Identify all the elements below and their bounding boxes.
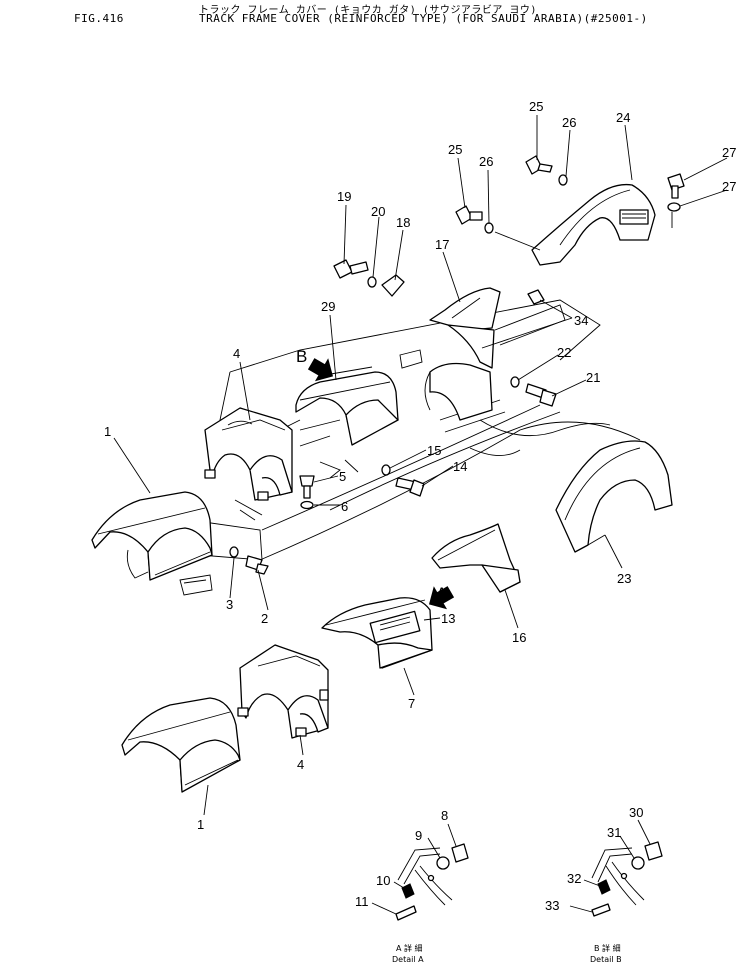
callout-8: 8 <box>441 808 448 823</box>
bolt-20 <box>525 383 557 407</box>
callout-16: 17 <box>435 237 449 252</box>
callout-18: 19 <box>337 189 351 204</box>
arrow-b-label: B <box>296 347 307 366</box>
washer-21 <box>510 376 520 388</box>
part-23-cover <box>531 183 656 266</box>
detail-b-caption-jp: B 詳 細 <box>594 943 621 953</box>
callout-25: 26 <box>479 154 493 169</box>
title-japanese: トラック フレーム カバー (キョウカ ガタ) (サウジアラビア ヨウ) <box>199 5 537 16</box>
callout-6: 6 <box>341 499 348 514</box>
bolt-5 <box>299 475 315 499</box>
detail-a-drawing <box>371 823 469 921</box>
arrow-a: A <box>428 584 455 610</box>
callout-22: 23 <box>617 571 631 586</box>
part-29-cover <box>295 362 493 446</box>
arrow-a-label: A <box>436 584 448 603</box>
callout-27b: 27 <box>722 145 736 160</box>
part-1-lower-cover <box>121 697 241 793</box>
bolt-26 <box>525 155 553 175</box>
detail-a-pin-11 <box>395 905 417 921</box>
detail-b-washer-31 <box>631 856 645 870</box>
washer-3 <box>229 546 239 558</box>
detail-b-pin-33 <box>591 903 611 917</box>
part-16-cover <box>429 287 501 369</box>
callout-26: 25 <box>529 99 543 114</box>
callout-23: 24 <box>616 110 630 125</box>
washer-6 <box>300 500 314 510</box>
bolt-2 <box>245 555 269 575</box>
washer-25 <box>484 222 494 234</box>
part-4-upper-bracket <box>204 407 293 501</box>
bolt-13 <box>395 477 425 497</box>
detail-captions: A 詳 細 Detail A B 詳 細 Detail B <box>392 943 622 964</box>
callout-30: 30 <box>629 805 643 820</box>
callout-10: 10 <box>376 873 390 888</box>
callout-33: 33 <box>545 898 559 913</box>
callout-1b: 1 <box>197 817 204 832</box>
callout-11: 11 <box>355 894 369 909</box>
washer-19 <box>367 276 377 288</box>
washer-28 <box>667 202 681 212</box>
callout-4b: 4 <box>297 757 304 772</box>
detail-a-washer-9 <box>436 856 450 870</box>
bolt-34 <box>527 289 545 305</box>
callout-20: 21 <box>586 370 600 385</box>
bolt-18 <box>333 259 369 279</box>
bolt-24 <box>455 205 483 225</box>
callout-31: 31 <box>607 825 621 840</box>
callout-3: 3 <box>226 597 233 612</box>
callout-15: 16 <box>512 630 526 645</box>
callout-numbers: 25 26 24 27 27 25 26 19 20 18 17 29 34 2… <box>104 99 736 913</box>
detail-a-bolt-8 <box>451 843 469 863</box>
detail-a-caption: Detail A <box>392 955 424 964</box>
callout-4a: 4 <box>233 346 240 361</box>
callout-5: 5 <box>339 469 346 484</box>
detail-b-nut-32 <box>597 879 611 895</box>
figure-label: FIG.416 <box>74 12 124 25</box>
leader-lines <box>113 115 728 816</box>
detail-b-caption: Detail B <box>590 955 622 964</box>
detail-a-caption-jp: A 詳 細 <box>396 943 423 953</box>
part-1-upper-cover <box>91 491 213 581</box>
part-7-cover <box>321 597 433 669</box>
detail-a-nut-10 <box>401 883 415 899</box>
callout-28: 27 <box>722 179 736 194</box>
callout-21: 22 <box>557 345 571 360</box>
washer-14 <box>381 464 391 476</box>
callout-34: 34 <box>574 313 588 328</box>
callout-29: 29 <box>321 299 335 314</box>
part-22-cover <box>555 440 673 553</box>
callout-13: 14 <box>453 459 467 474</box>
callout-32: 32 <box>567 871 581 886</box>
callout-2: 2 <box>261 611 268 626</box>
bolt-27-right <box>667 173 685 199</box>
callout-1a: 1 <box>104 424 111 439</box>
callout-7: 7 <box>408 696 415 711</box>
callout-17: 18 <box>396 215 410 230</box>
detail-b-bolt-30 <box>644 841 663 861</box>
detail-b-drawing <box>569 819 663 917</box>
washer-27 <box>558 174 568 186</box>
callout-19: 20 <box>371 204 385 219</box>
part-17-plate <box>381 274 405 297</box>
callout-14: 15 <box>427 443 441 458</box>
part-15-cover <box>431 523 521 593</box>
callout-9: 9 <box>415 828 422 843</box>
callout-12: 13 <box>441 611 455 626</box>
arrow-b: B <box>296 347 334 382</box>
callout-27a: 26 <box>562 115 576 130</box>
part-4-lower-bracket <box>237 644 329 739</box>
callout-24: 25 <box>448 142 462 157</box>
title-english: TRACK FRAME COVER (REINFORCED TYPE) (FOR… <box>199 12 648 25</box>
